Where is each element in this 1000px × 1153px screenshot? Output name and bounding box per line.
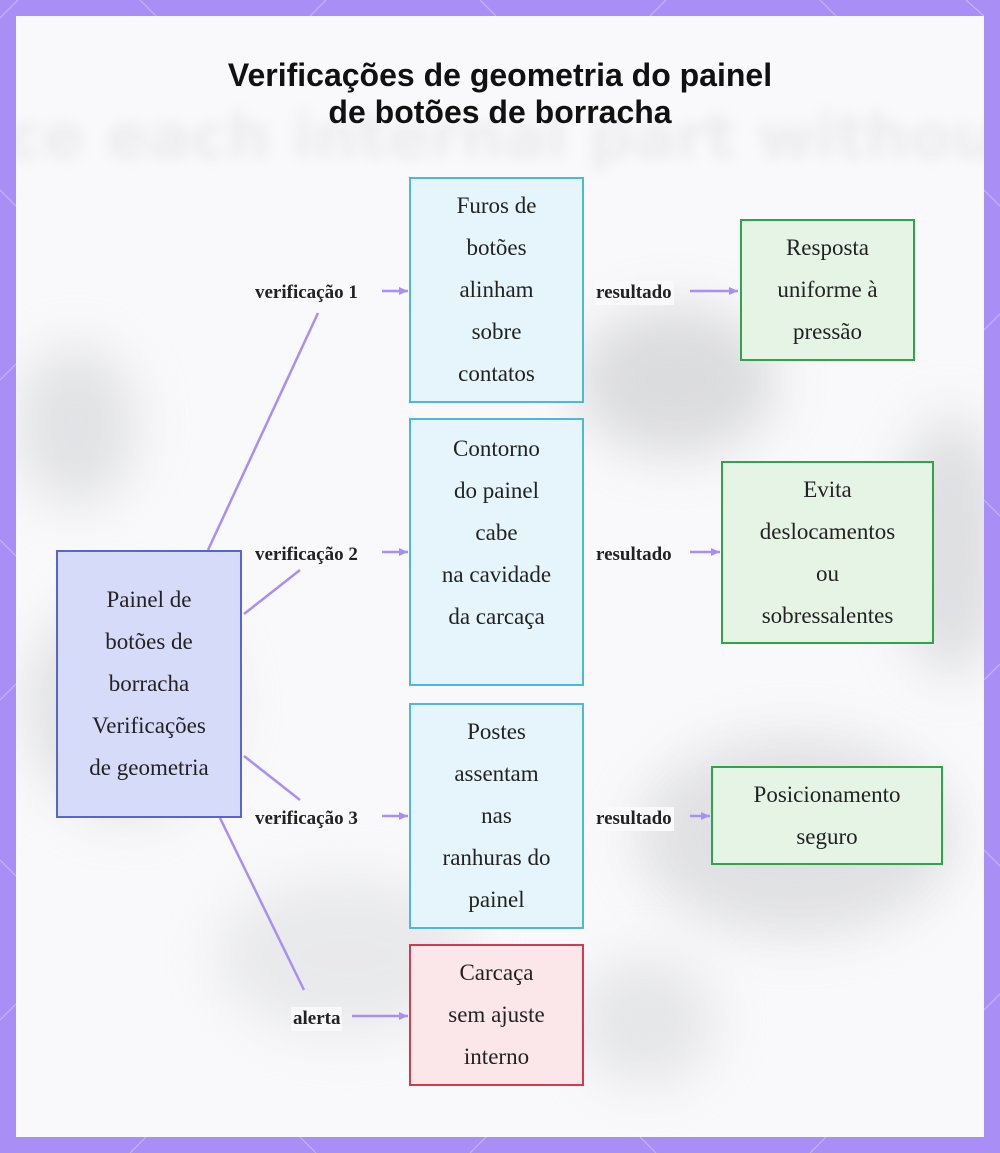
node-line: deslocamentos xyxy=(760,511,895,553)
node-line: Evita xyxy=(803,469,852,511)
node-line: botões xyxy=(466,227,526,269)
alert-node: Carcaça sem ajuste interno xyxy=(409,944,584,1086)
node-line: Painel de xyxy=(107,579,192,621)
node-line: na cavidade xyxy=(442,554,551,596)
node-line: Resposta xyxy=(786,227,869,269)
node-line: sobre xyxy=(472,311,522,353)
node-line: borracha xyxy=(109,663,189,705)
edge-label-alert: alerta xyxy=(291,1007,342,1031)
node-line: sem ajuste xyxy=(448,994,544,1036)
edge-label-result-1: resultado xyxy=(594,281,674,305)
node-line: ranhuras do xyxy=(443,837,551,879)
node-line: uniforme à xyxy=(777,269,877,311)
edge-check-2 xyxy=(244,570,300,614)
node-line: botões de xyxy=(105,621,193,663)
check-node-1: Furos de botões alinham sobre contatos xyxy=(409,177,584,403)
edge-check-3 xyxy=(244,756,300,800)
result-node-1: Resposta uniforme à pressão xyxy=(740,219,915,361)
node-line: Postes xyxy=(467,711,526,753)
node-line: contatos xyxy=(458,353,535,395)
node-line: Carcaça xyxy=(459,952,533,994)
edge-label-check-2: verificação 2 xyxy=(253,543,360,567)
node-line: Contorno xyxy=(453,428,540,470)
edge-label-check-1: verificação 1 xyxy=(253,281,360,305)
node-line: de geometria xyxy=(89,747,208,789)
node-line: ou xyxy=(816,553,839,595)
edge-label-check-3: verificação 3 xyxy=(253,807,360,831)
node-line: assentam xyxy=(454,753,538,795)
edge-label-result-2: resultado xyxy=(594,543,674,567)
result-node-2: Evita deslocamentos ou sobressalentes xyxy=(721,461,934,644)
check-node-2: Contorno do painel cabe na cavidade da c… xyxy=(409,418,584,686)
node-line: da carcaça xyxy=(448,596,544,638)
node-line: seguro xyxy=(796,816,857,858)
node-line: nas xyxy=(481,795,512,837)
node-line: sobressalentes xyxy=(762,595,894,637)
node-line: pressão xyxy=(793,311,862,353)
edge-alert xyxy=(220,818,304,990)
node-line: Verificações xyxy=(92,705,206,747)
edge-check-1 xyxy=(208,313,318,550)
node-line: painel xyxy=(468,879,524,921)
node-line: interno xyxy=(464,1036,529,1078)
edge-label-result-3: resultado xyxy=(594,807,674,831)
node-line: do painel xyxy=(454,470,539,512)
node-line: alinham xyxy=(459,269,533,311)
node-line: Posicionamento xyxy=(754,774,901,816)
check-node-3: Postes assentam nas ranhuras do painel xyxy=(409,703,584,929)
node-line: cabe xyxy=(475,512,517,554)
node-line: Furos de xyxy=(457,185,537,227)
result-node-3: Posicionamento seguro xyxy=(711,766,943,865)
root-node: Painel de botões de borracha Verificaçõe… xyxy=(56,550,242,818)
